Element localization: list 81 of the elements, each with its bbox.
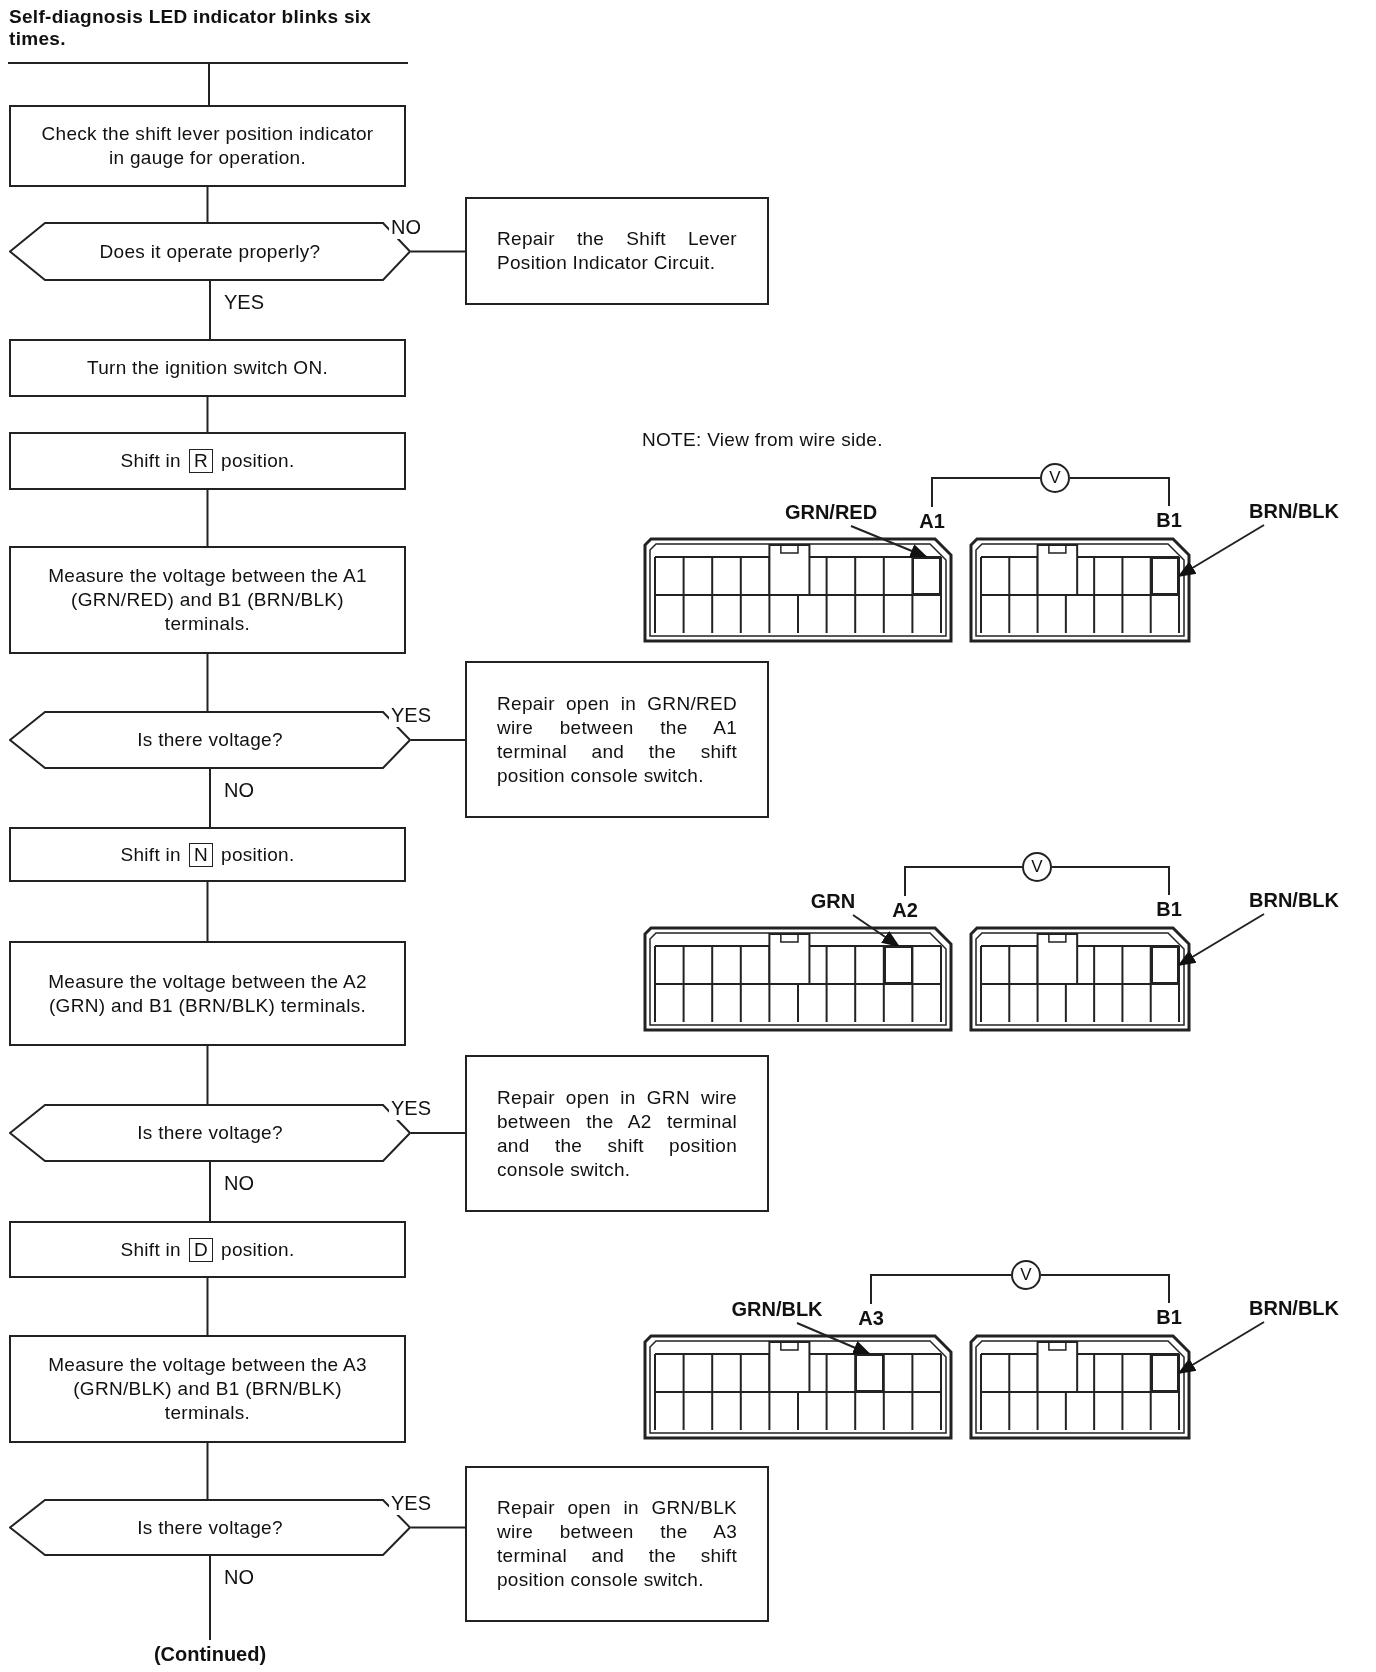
branch-line	[209, 1555, 211, 1641]
step-text: Repair open in GRN wire between the A2 terminal and the shift position console switch.	[496, 1085, 738, 1182]
terminal-cavity	[1151, 946, 1179, 984]
flow-line	[1069, 477, 1170, 507]
flow-line	[1040, 1274, 1170, 1304]
branch-line	[410, 250, 466, 253]
terminal-cavity	[884, 946, 913, 984]
flow-line	[208, 62, 210, 106]
flow-line	[206, 489, 209, 547]
step-text: Repair the Shift Lever Position Indicator Circuit.	[496, 227, 738, 275]
flow-line	[870, 1274, 1012, 1305]
terminal-cavity	[855, 1354, 884, 1392]
process-box	[9, 1221, 406, 1278]
voltmeter-symbol: V	[1022, 852, 1052, 882]
step-text: Repair open in GRN/RED wire between the A1 terminal and the shift position console switch.	[496, 691, 738, 788]
process-box	[9, 546, 406, 654]
flow-line	[206, 396, 209, 433]
voltmeter-symbol: V	[1011, 1260, 1041, 1290]
step-text: Shift in N position.	[119, 842, 296, 867]
step-text: Measure the voltage between the A2 (GRN) and B1 (BRN/BLK) terminals.	[47, 969, 368, 1018]
process-box	[9, 339, 406, 397]
repair-box	[465, 661, 769, 818]
branch-line	[209, 1161, 211, 1222]
note-text: NOTE: View from wire side.	[642, 428, 883, 452]
step-text: Turn the ignition switch ON.	[85, 356, 330, 380]
branch-line	[410, 1526, 466, 1529]
branch-line	[410, 1132, 466, 1134]
flow-line	[206, 1277, 209, 1336]
wire-color-label: GRN/BLK	[725, 1295, 829, 1323]
step-text: Shift in R position.	[119, 449, 296, 473]
flow-line	[206, 1442, 209, 1500]
process-box	[9, 941, 406, 1046]
wire-color-label: BRN/BLK	[1242, 886, 1346, 914]
flow-line	[931, 477, 1041, 508]
terminal-label: A2	[887, 896, 923, 924]
process-box	[9, 432, 406, 490]
terminal-label: B1	[1151, 506, 1187, 534]
wire-color-label: BRN/BLK	[1242, 1294, 1346, 1322]
branch-line	[209, 280, 211, 340]
flow-line	[1051, 866, 1170, 896]
leader-line	[852, 914, 900, 947]
repair-box	[465, 197, 769, 305]
wire-color-label: GRN	[781, 887, 885, 915]
flow-line	[206, 653, 209, 712]
process-box	[9, 105, 406, 187]
voltmeter-symbol: V	[1040, 463, 1070, 493]
flow-line	[904, 866, 1023, 897]
process-box	[9, 1335, 406, 1443]
leader-line	[1177, 913, 1265, 966]
continued-note: (Continued)	[140, 1640, 280, 1668]
wire-color-label: GRN/RED	[779, 498, 883, 526]
step-text: Shift in D position.	[119, 1237, 296, 1262]
question-text: Does it operate properly?	[98, 239, 322, 264]
step-text: Repair open in GRN/BLK wire between the A3 terminal and the shift position console switch.	[496, 1496, 738, 1592]
terminal-label: A1	[914, 507, 950, 535]
repair-box	[465, 1466, 769, 1622]
wire-color-label: BRN/BLK	[1242, 497, 1346, 525]
flow-line	[206, 1045, 209, 1105]
question-text: Is there voltage?	[136, 1121, 284, 1145]
terminal-label: B1	[1151, 1303, 1187, 1331]
flow-line	[206, 186, 209, 223]
leader-line	[850, 525, 929, 558]
repair-box	[465, 1055, 769, 1212]
process-box	[9, 827, 406, 882]
leader-line	[796, 1322, 872, 1355]
terminal-label: B1	[1151, 895, 1187, 923]
branch-line	[209, 768, 211, 828]
terminal-label: A3	[853, 1304, 889, 1332]
leader-line	[1177, 1321, 1265, 1374]
step-text: Measure the voltage between the A3 (GRN/BLK) and B1 (BRN/BLK) terminals.	[47, 1353, 368, 1425]
terminal-cavity	[1151, 557, 1179, 595]
terminal-cavity	[912, 557, 941, 595]
question-text: Is there voltage?	[136, 728, 284, 752]
terminal-cavity	[1151, 1354, 1179, 1392]
start-condition: Self-diagnosis LED indicator blinks six times.	[9, 5, 373, 50]
question-text: Is there voltage?	[136, 1515, 284, 1540]
flow-line	[206, 881, 209, 942]
branch-line	[410, 739, 466, 741]
leader-line	[1177, 524, 1265, 577]
step-text: Measure the voltage between the A1 (GRN/RED) and B1 (BRN/BLK) terminals.	[47, 564, 368, 636]
step-text: Check the shift lever position indicator in gauge for operation.	[40, 122, 375, 170]
